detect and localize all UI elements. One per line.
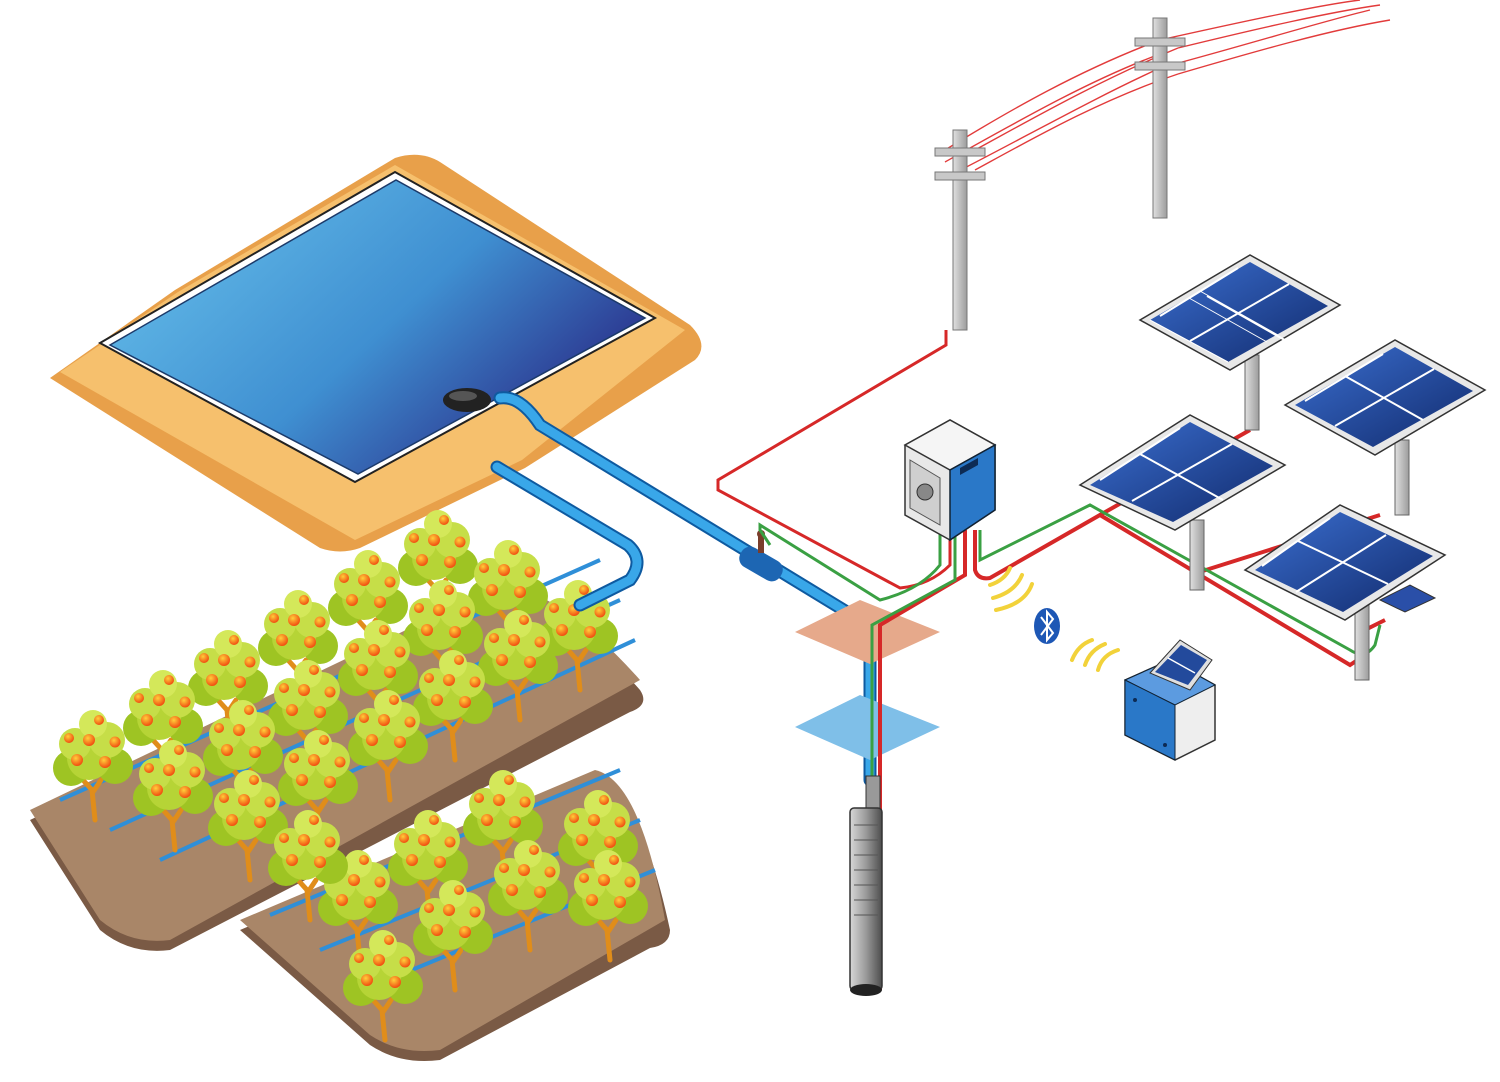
- float-switch-icon: [443, 388, 491, 412]
- solar-panel-icon: [1243, 504, 1447, 681]
- solar-panel-icon: [1078, 414, 1287, 591]
- pump-controller-icon: [903, 419, 997, 542]
- remote-monitor-icon: [1123, 639, 1217, 761]
- utility-pole-icon: [1134, 17, 1186, 219]
- ground-level-marker: [795, 600, 940, 664]
- power-cables: [716, 330, 1386, 990]
- solar-panel-icon: [1283, 339, 1487, 516]
- signal-waves: [988, 566, 1120, 672]
- utility-pole-icon: [934, 129, 986, 331]
- orchard-icon: [30, 510, 670, 1061]
- power-lines: [944, 0, 1391, 179]
- bluetooth-icon: [1034, 608, 1060, 644]
- submersible-pump-icon: [849, 775, 883, 996]
- water-reservoir-icon: [50, 154, 702, 552]
- water-level-marker: [795, 695, 940, 760]
- solar-panel-icon: [1138, 254, 1342, 431]
